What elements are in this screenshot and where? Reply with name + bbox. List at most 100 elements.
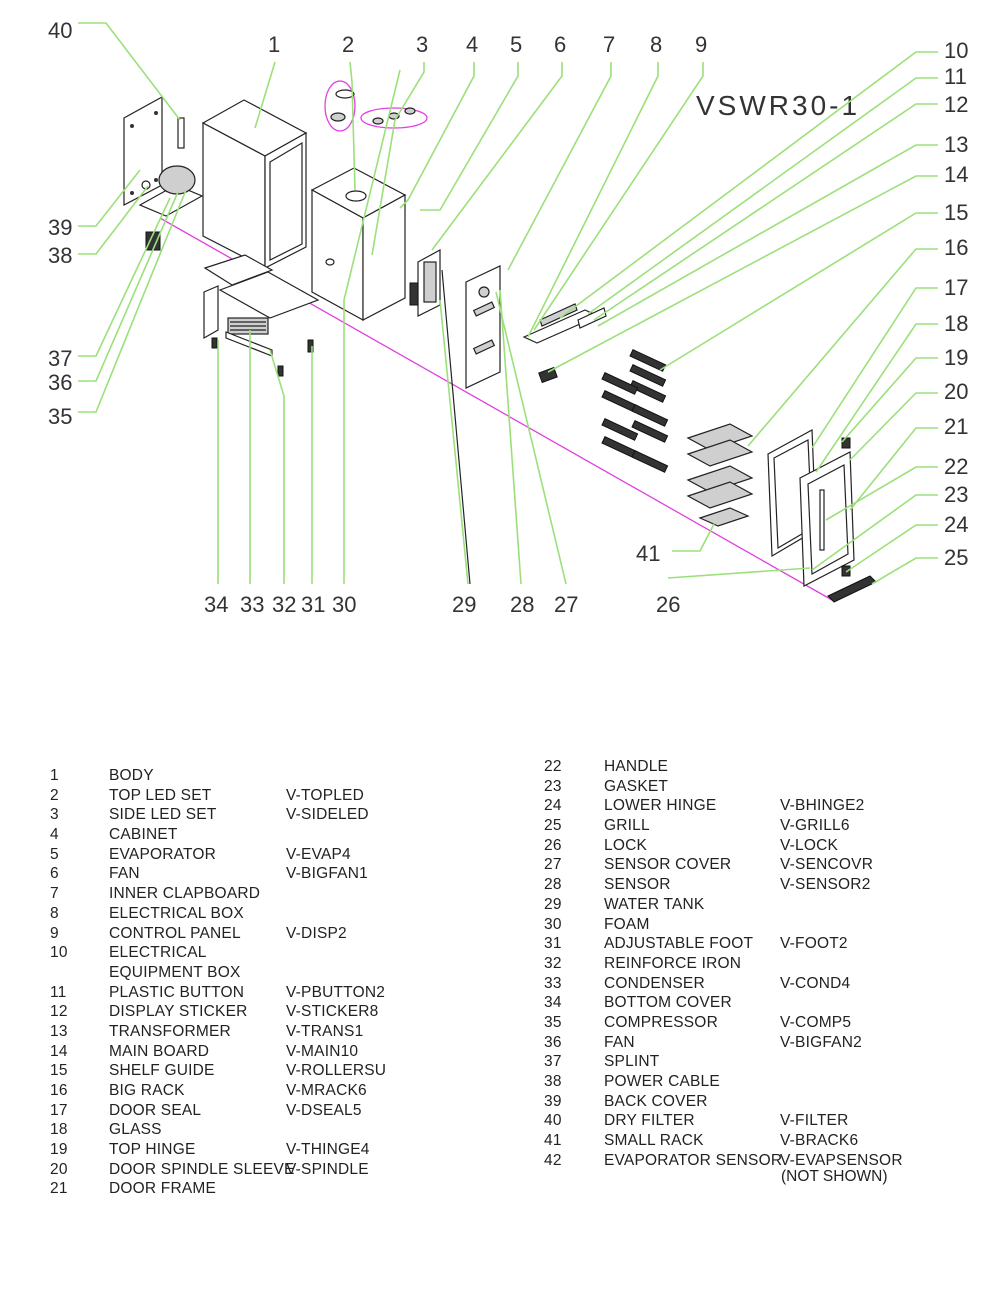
callout-30: 30: [332, 592, 356, 617]
part-description: FAN: [604, 1033, 635, 1051]
part-code: V-EVAPSENSOR: [780, 1151, 903, 1169]
part-number: 7: [50, 885, 59, 903]
callout-20: 20: [944, 379, 968, 404]
part-description: HANDLE: [604, 758, 669, 775]
part-description: SENSOR COVER: [604, 856, 732, 874]
dry-filter: [177, 117, 185, 149]
part-description: CONDENSER: [604, 974, 705, 992]
part-number: 38: [544, 1073, 562, 1090]
callout-9: 9: [695, 32, 707, 57]
callout-14: 14: [944, 162, 968, 187]
part-description: POWER CABLE: [604, 1073, 720, 1090]
callout-34: 34: [204, 592, 228, 617]
parts-list-row: 38 POWER CABLE: [544, 1072, 984, 1092]
part-description: WATER TANK: [604, 895, 705, 913]
part-number: 10: [50, 944, 68, 962]
control-panel: [522, 303, 607, 384]
callout-41: 41: [636, 541, 660, 566]
part-number: 4: [50, 826, 59, 844]
callout-6: 6: [554, 32, 566, 57]
part-code: V-PBUTTON2: [286, 983, 386, 1001]
part-code: V-SENSOR2: [780, 876, 871, 894]
callout-27: 27: [554, 592, 578, 617]
callout-8: 8: [650, 32, 662, 57]
part-description: ADJUSTABLE FOOT: [604, 935, 754, 953]
part-description: PLASTIC BUTTON: [109, 983, 245, 1001]
door-assembly: [767, 429, 855, 587]
parts-note: (NOT SHOWN): [781, 1168, 888, 1185]
part-code: V-EVAP4: [286, 845, 351, 863]
callout-31: 31: [301, 592, 325, 617]
part-code: V-DSEAL5: [286, 1101, 362, 1119]
part-number: 37: [544, 1053, 562, 1071]
callout-12: 12: [944, 92, 968, 117]
callout-11: 11: [944, 64, 967, 89]
part-description: DOOR SEAL: [109, 1101, 202, 1119]
part-description: TRANSFORMER: [109, 1022, 231, 1040]
part-description: DRY FILTER: [604, 1112, 695, 1130]
parts-list-row: 37 SPLINT: [544, 1052, 984, 1072]
part-description: INNER CLAPBOARD: [109, 885, 261, 903]
part-number: 18: [50, 1121, 68, 1139]
part-code: V-TOPLED: [286, 786, 364, 804]
part-number: 27: [544, 856, 562, 874]
part-description: ELECTRICAL: [109, 944, 207, 962]
part-description: SMALL RACK: [604, 1132, 704, 1150]
part-description: TOP HINGE: [109, 1141, 196, 1159]
part-number: 2: [50, 786, 59, 804]
callout-2: 2: [342, 32, 354, 57]
part-code: V-COND4: [780, 974, 851, 992]
part-number: 12: [50, 1003, 68, 1021]
part-description: EVAPORATOR SENSOR: [604, 1151, 783, 1169]
part-code: V-FILTER: [780, 1112, 849, 1130]
callout-40: 40: [48, 18, 72, 43]
part-code: V-BIGFAN1: [286, 865, 368, 883]
part-number: 14: [50, 1042, 68, 1060]
part-number: 9: [50, 924, 59, 942]
part-code: V-GRILL6: [780, 817, 850, 835]
callout-33: 33: [240, 592, 264, 617]
body-cabinet: [201, 99, 308, 269]
callout-3: 3: [416, 32, 428, 57]
part-description: SPLINT: [604, 1053, 660, 1071]
callout-16: 16: [944, 235, 968, 260]
parts-list-row: 7 INNER CLAPBOARD: [50, 884, 490, 904]
inner-cabinet: [310, 167, 407, 322]
part-number: 5: [50, 845, 59, 863]
part-code: V-DISP2: [286, 924, 347, 942]
part-number: 30: [544, 915, 562, 933]
racks: [686, 423, 754, 527]
part-description: ELECTRICAL BOX: [109, 904, 244, 922]
part-number: 20: [50, 1160, 68, 1178]
part-description: GRILL: [604, 817, 650, 835]
parts-list-row: 10 ELECTRICAL: [50, 943, 490, 963]
callout-25: 25: [944, 545, 968, 570]
part-number: 23: [544, 777, 562, 795]
callout-23: 23: [944, 482, 968, 507]
part-number: 22: [544, 758, 562, 775]
part-number: 1: [50, 767, 59, 784]
part-number: 13: [50, 1022, 68, 1040]
